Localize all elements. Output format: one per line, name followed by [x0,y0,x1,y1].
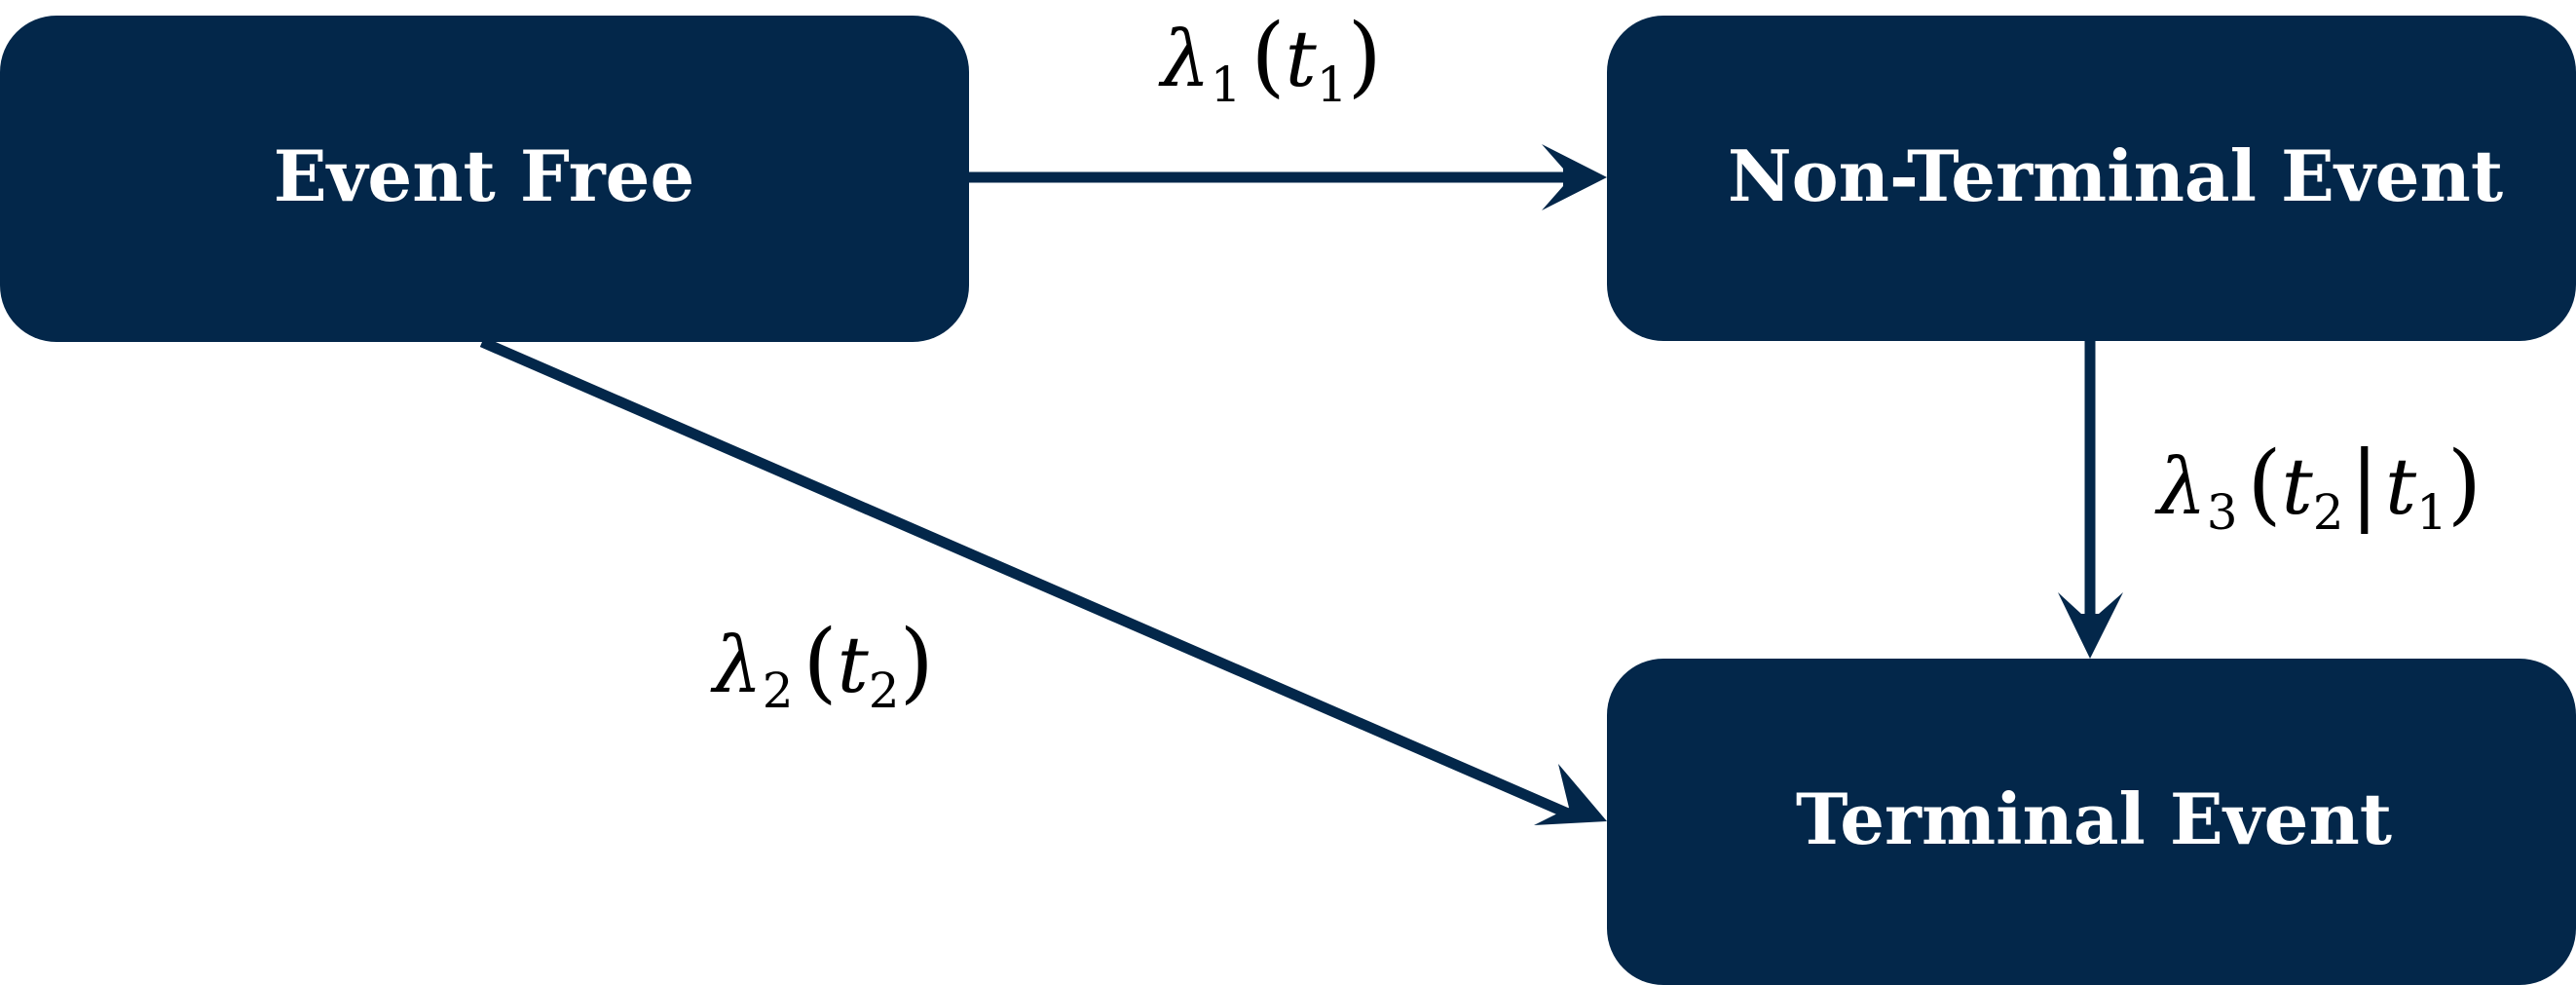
time-variable: t [2282,441,2314,532]
close-paren: ) [1348,5,1382,107]
node-terminal-event: Terminal Event [1607,659,2576,985]
time-subscript: 2 [2313,484,2344,541]
node-event-free: Event Free [0,16,969,342]
node-box [0,16,969,342]
node-label: Non-Terminal Event [1728,134,2503,217]
edge-label-lambda2: λ2(t2) [710,611,934,719]
node-box [1607,659,2576,985]
lambda-subscript: 1 [1211,57,1242,113]
edge-label-lambda1: λ1(t1) [1158,5,1382,113]
lambda-subscript: 3 [2207,484,2238,541]
edge-event-free-to-terminal [479,336,1607,825]
open-paren: ( [803,611,838,713]
lambda-symbol: λ [710,620,763,710]
lambda-symbol: λ [1158,14,1211,104]
time-subscript: 1 [2416,484,2447,541]
time-subscript: 1 [1317,57,1348,113]
node-label: Terminal Event [1796,777,2392,860]
time-variable: t [1286,14,1318,104]
node-label: Event Free [274,134,695,217]
open-paren: ( [2248,433,2282,535]
arrowhead [1542,144,1607,210]
lambda-subscript: 2 [763,663,794,719]
time-variable: t [838,620,870,710]
edge-event-free-to-non-terminal [969,144,1607,210]
time-variable: t [2385,441,2417,532]
open-paren: ( [1251,5,1286,107]
conditional-bar: | [2350,433,2379,535]
close-paren: ) [2447,433,2482,535]
node-box [1607,16,2576,341]
lambda-symbol: λ [2154,441,2207,532]
arrowhead [1534,764,1607,825]
arrowhead [2058,592,2123,659]
edge-line [479,336,1571,819]
close-paren: ) [900,611,934,713]
time-subscript: 2 [869,663,900,719]
node-non-terminal-event: Non-Terminal Event [1607,16,2576,341]
edge-label-lambda3: λ3(t2|t1) [2154,433,2482,541]
edge-non-terminal-to-terminal [2058,341,2123,659]
